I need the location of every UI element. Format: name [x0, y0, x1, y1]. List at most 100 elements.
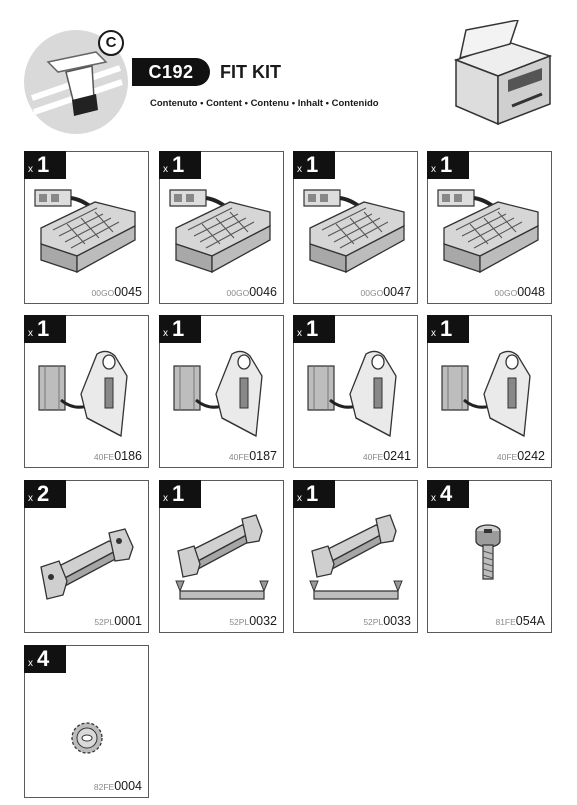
part-card: x 1 40FE0241	[293, 315, 418, 468]
quantity-badge: x 1	[24, 315, 66, 343]
quantity-prefix: x	[28, 164, 33, 175]
part-code-number: 0001	[114, 614, 142, 628]
holder-with-rail-icon	[309, 514, 403, 600]
quantity-prefix: x	[163, 493, 168, 504]
part-code-number: 0046	[249, 285, 277, 299]
part-code-number: 0045	[114, 285, 142, 299]
part-code-prefix: 52PL	[363, 617, 384, 627]
part-code-prefix: 40FE	[362, 452, 384, 462]
quantity-value: 1	[306, 152, 319, 177]
quantity-value: 1	[440, 316, 453, 341]
part-code-number: 0032	[249, 614, 277, 628]
foot-pad-icon	[34, 189, 136, 274]
lock-washer-icon	[71, 722, 103, 754]
part-card: x 1 40FE0187	[159, 315, 284, 468]
quantity-value: 1	[440, 152, 453, 177]
part-code: 52PL0033	[363, 614, 411, 628]
part-card: x 1 52PL0032	[159, 480, 284, 633]
quantity-prefix: x	[431, 328, 436, 339]
quantity-badge: x 1	[293, 315, 335, 343]
clamp-bracket-icon	[441, 350, 531, 438]
part-code: 00GO0045	[92, 285, 143, 299]
part-code-prefix: 81FE	[495, 617, 516, 627]
part-code-number: 0047	[383, 285, 411, 299]
quantity-prefix: x	[28, 328, 33, 339]
part-code: 00GO0048	[495, 285, 546, 299]
quantity-badge: x 4	[427, 480, 469, 508]
part-code-number: 0033	[383, 614, 411, 628]
part-code-prefix: 52PL	[94, 617, 115, 627]
quantity-badge: x 2	[24, 480, 66, 508]
part-code: 81FE054A	[495, 614, 545, 628]
quantity-value: 4	[37, 646, 50, 671]
part-code-number: 0004	[114, 779, 142, 793]
part-code: 52PL0032	[229, 614, 277, 628]
part-card: x 1 00GO0047	[293, 151, 418, 304]
part-code-prefix: 00GO	[91, 288, 115, 298]
foot-pad-icon	[437, 189, 539, 274]
part-card: x 1 00GO0045	[24, 151, 149, 304]
part-code-number: 0048	[517, 285, 545, 299]
quantity-prefix: x	[297, 328, 302, 339]
quantity-badge: x 1	[427, 315, 469, 343]
foot-pad-icon	[169, 189, 271, 274]
quantity-value: 2	[37, 481, 50, 506]
clamp-bracket-icon	[173, 350, 263, 438]
quantity-badge: x 4	[24, 645, 66, 673]
part-code: 82FE0004	[94, 779, 142, 793]
part-code-number: 0241	[383, 449, 411, 463]
part-code-prefix: 40FE	[228, 452, 250, 462]
quantity-prefix: x	[28, 658, 33, 669]
quantity-badge: x 1	[159, 315, 201, 343]
quantity-prefix: x	[163, 164, 168, 175]
page-title: FIT KIT	[220, 62, 281, 82]
car-roof-logo-icon	[24, 30, 128, 134]
part-code-prefix: 00GO	[226, 288, 250, 298]
quantity-value: 1	[306, 316, 319, 341]
part-code: 40FE0187	[229, 449, 277, 463]
contents-label: Contenuto • Content • Contenu • Inhalt •…	[150, 98, 379, 109]
part-code-prefix: 00GO	[494, 288, 518, 298]
part-code-number: 0186	[114, 449, 142, 463]
part-card: x 4 81FE054A	[427, 480, 552, 633]
kit-box-icon	[453, 20, 553, 126]
part-code-prefix: 82FE	[93, 782, 115, 792]
quantity-prefix: x	[297, 164, 302, 175]
clamp-bracket-icon	[307, 350, 397, 438]
quantity-prefix: x	[297, 493, 302, 504]
quantity-value: 1	[172, 481, 185, 506]
quantity-prefix: x	[431, 493, 436, 504]
part-code: 40FE0241	[363, 449, 411, 463]
model-number: C192	[132, 58, 210, 86]
part-code-prefix: 40FE	[93, 452, 115, 462]
part-code-prefix: 52PL	[229, 617, 250, 627]
part-card: x 1 52PL0033	[293, 480, 418, 633]
part-code: 00GO0046	[227, 285, 278, 299]
quantity-value: 4	[440, 481, 453, 506]
quantity-badge: x 1	[24, 151, 66, 179]
part-code: 40FE0186	[94, 449, 142, 463]
quantity-badge: x 1	[159, 480, 201, 508]
part-code: 00GO0047	[361, 285, 412, 299]
quantity-badge: x 1	[293, 480, 335, 508]
part-code-prefix: 00GO	[360, 288, 384, 298]
quantity-prefix: x	[431, 164, 436, 175]
foot-pad-icon	[303, 189, 405, 274]
part-code-prefix: 40FE	[496, 452, 518, 462]
part-card: x 4 82FE0004	[24, 645, 149, 798]
category-badge: C	[98, 30, 124, 56]
part-code: 40FE0242	[497, 449, 545, 463]
quantity-value: 1	[172, 152, 185, 177]
quantity-badge: x 1	[427, 151, 469, 179]
quantity-badge: x 1	[293, 151, 335, 179]
part-card: x 1 00GO0048	[427, 151, 552, 304]
holder-with-rail-icon	[175, 514, 269, 600]
part-code-number: 0242	[517, 449, 545, 463]
part-card: x 1 40FE0186	[24, 315, 149, 468]
clamp-bracket-icon	[38, 350, 128, 438]
quantity-prefix: x	[163, 328, 168, 339]
part-code-number: 054A	[515, 614, 545, 628]
screw-icon	[475, 524, 501, 580]
part-card: x 1 00GO0046	[159, 151, 284, 304]
part-code: 52PL0001	[94, 614, 142, 628]
